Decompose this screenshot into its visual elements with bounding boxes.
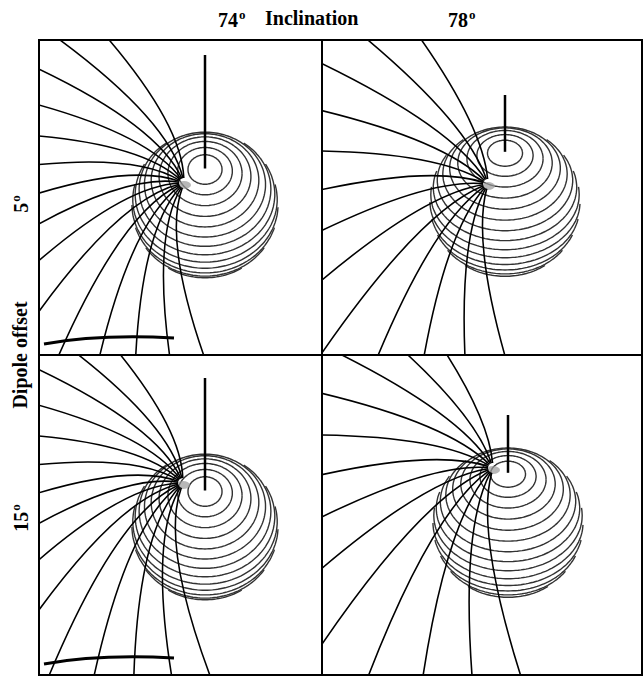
field-line xyxy=(39,355,181,479)
axis-label: 5o xyxy=(9,195,31,213)
field-line xyxy=(39,55,181,179)
label-text: 78 xyxy=(448,9,468,31)
field-line xyxy=(39,481,178,675)
panel-frame xyxy=(39,355,322,675)
degree-mark: o xyxy=(469,7,476,22)
field-line xyxy=(39,175,179,323)
field-line xyxy=(133,487,179,675)
panel-frame xyxy=(39,40,322,355)
axis-label: 15o xyxy=(9,504,31,532)
latitude-ring xyxy=(135,164,275,255)
degree-mark: o xyxy=(239,7,246,22)
field-line xyxy=(322,183,483,355)
field-line xyxy=(322,469,488,675)
rotation-axis xyxy=(204,378,207,491)
label-text: Inclination xyxy=(265,7,358,29)
panel-art xyxy=(39,40,322,355)
field-line xyxy=(134,187,180,355)
field-line xyxy=(39,485,178,675)
field-line xyxy=(39,185,179,355)
light-cylinder xyxy=(44,337,174,344)
field-line xyxy=(39,483,178,675)
rotation-axis xyxy=(504,95,507,152)
field-line xyxy=(57,486,179,675)
axis-label: Inclination xyxy=(265,8,358,28)
rotation-axis xyxy=(507,415,510,473)
field-line xyxy=(482,189,607,355)
degree-mark: o xyxy=(8,504,23,511)
field-line xyxy=(58,186,180,355)
axis-label: 74o xyxy=(218,8,246,30)
field-line xyxy=(39,475,178,623)
field-line xyxy=(400,472,490,675)
field-line xyxy=(39,432,179,480)
field-line xyxy=(322,186,483,355)
rotation-axis xyxy=(204,55,207,169)
field-line xyxy=(322,471,489,675)
field-line xyxy=(163,187,237,355)
panel-frame xyxy=(322,40,642,355)
field-line xyxy=(322,467,488,662)
panel-art xyxy=(322,40,607,355)
latitude-ring xyxy=(136,228,275,273)
field-line xyxy=(175,488,322,675)
label-text: Dipole offset xyxy=(9,301,31,408)
light-cylinder xyxy=(44,657,174,664)
field-line xyxy=(322,40,486,179)
latitude-ring xyxy=(465,266,545,277)
field-line xyxy=(39,355,180,479)
field-line xyxy=(322,470,488,675)
panel-art xyxy=(322,355,612,675)
field-line xyxy=(395,188,485,355)
field-line xyxy=(39,184,179,355)
field-line xyxy=(322,355,490,464)
label-text: 74 xyxy=(218,9,238,31)
field-line xyxy=(39,484,178,675)
field-line xyxy=(322,355,489,465)
label-text: 5 xyxy=(10,203,32,213)
label-text: 15 xyxy=(10,512,32,532)
field-line xyxy=(322,187,484,355)
field-line xyxy=(322,65,484,181)
panel-frame xyxy=(322,355,642,675)
degree-mark: o xyxy=(8,195,23,202)
axis-label: Dipole offset xyxy=(10,301,30,408)
panel-art xyxy=(39,355,322,675)
field-line xyxy=(322,40,485,180)
field-line xyxy=(176,188,322,355)
latitude-ring xyxy=(468,587,548,598)
field-line xyxy=(39,132,180,180)
axis-label: 78o xyxy=(448,8,476,30)
field-line xyxy=(487,473,612,675)
latitude-ring xyxy=(136,550,275,595)
